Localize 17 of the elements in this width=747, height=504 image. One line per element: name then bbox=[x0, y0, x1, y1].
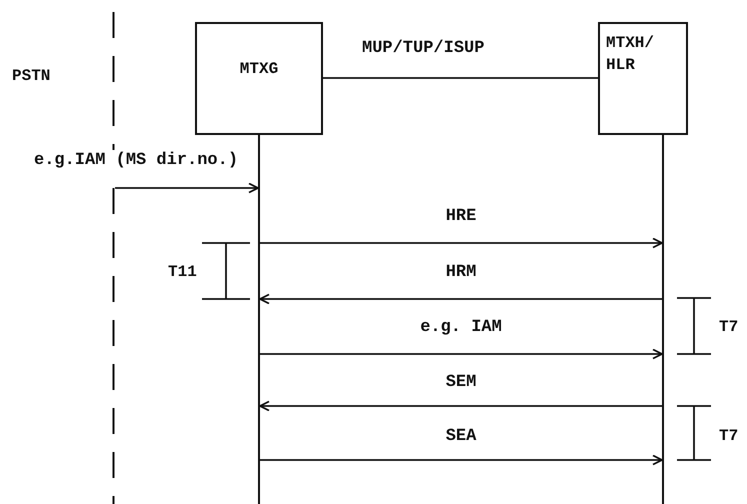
timer-label: T11 bbox=[168, 262, 197, 282]
connector-line bbox=[323, 77, 598, 79]
message-arrow bbox=[260, 348, 663, 360]
message-arrow bbox=[260, 454, 663, 466]
network-label: PSTN bbox=[12, 66, 50, 86]
lifeline bbox=[258, 135, 260, 504]
process-box bbox=[598, 22, 688, 135]
message-arrow bbox=[260, 238, 663, 248]
message-arrow bbox=[259, 294, 662, 304]
message-arrow bbox=[259, 400, 662, 412]
timer-label: T7 bbox=[719, 317, 738, 337]
lifeline bbox=[662, 135, 664, 504]
box-label: MTXH/ HLR bbox=[605, 33, 656, 76]
message-arrow bbox=[115, 182, 259, 194]
timer-label: T7 bbox=[719, 426, 738, 446]
box-label: MTXG bbox=[240, 59, 278, 80]
process-box bbox=[195, 22, 323, 135]
